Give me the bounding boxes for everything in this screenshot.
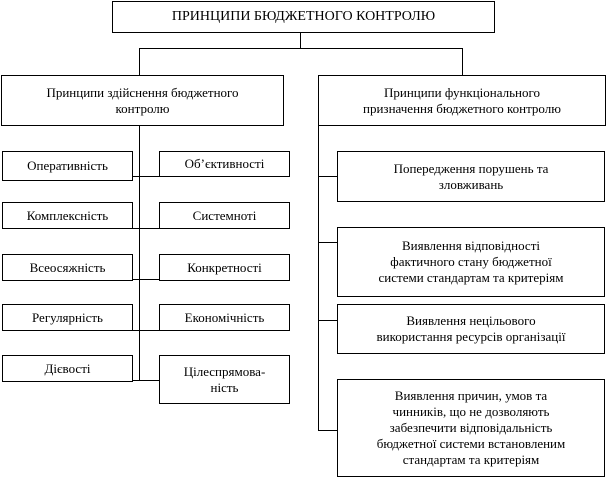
left-connector-4 bbox=[133, 330, 159, 331]
right-connector-1 bbox=[318, 176, 337, 177]
left-item-3: Всеосяжність bbox=[2, 254, 133, 281]
title-stem-line bbox=[300, 33, 301, 49]
right-item-1: Попередження порушень та зловживань bbox=[337, 151, 605, 202]
middle-item-4: Економічність bbox=[159, 304, 290, 331]
left-connector-1 bbox=[133, 176, 159, 177]
right-connector-4 bbox=[318, 430, 337, 431]
right-group-heading: Принципи функціонального призначення бюд… bbox=[318, 75, 606, 126]
diagram-title: ПРИНЦИПИ БЮДЖЕТНОГО КОНТРОЛЮ bbox=[112, 1, 495, 33]
right-item-3: Виявлення нецільового використання ресур… bbox=[337, 304, 605, 354]
right-trunk-line bbox=[318, 126, 319, 431]
left-item-1: Оперативність bbox=[2, 151, 133, 181]
left-item-2: Комплексність bbox=[2, 202, 133, 229]
right-item-2: Виявлення відповідності фактичного стану… bbox=[337, 227, 605, 297]
left-branch-line bbox=[139, 48, 140, 75]
left-connector-5 bbox=[133, 380, 159, 381]
left-group-heading: Принципи здійснення бюджетного контролю bbox=[1, 75, 284, 126]
middle-item-1: Об’єктивності bbox=[159, 151, 290, 177]
middle-item-3: Конкретності bbox=[159, 254, 290, 281]
middle-item-2: Системноті bbox=[159, 202, 290, 229]
middle-item-5: Цілеспрямова- ність bbox=[159, 355, 290, 404]
left-connector-3 bbox=[133, 279, 159, 280]
left-item-5: Дієвості bbox=[2, 355, 133, 382]
right-connector-2 bbox=[318, 242, 337, 243]
left-trunk-line bbox=[139, 126, 140, 380]
right-item-4: Виявлення причин, умов та чинників, що н… bbox=[337, 379, 605, 477]
left-item-4: Регулярність bbox=[2, 304, 133, 331]
left-connector-2 bbox=[133, 228, 159, 229]
right-branch-line bbox=[462, 48, 463, 75]
branch-horizontal-line bbox=[139, 48, 463, 49]
right-connector-3 bbox=[318, 320, 337, 321]
